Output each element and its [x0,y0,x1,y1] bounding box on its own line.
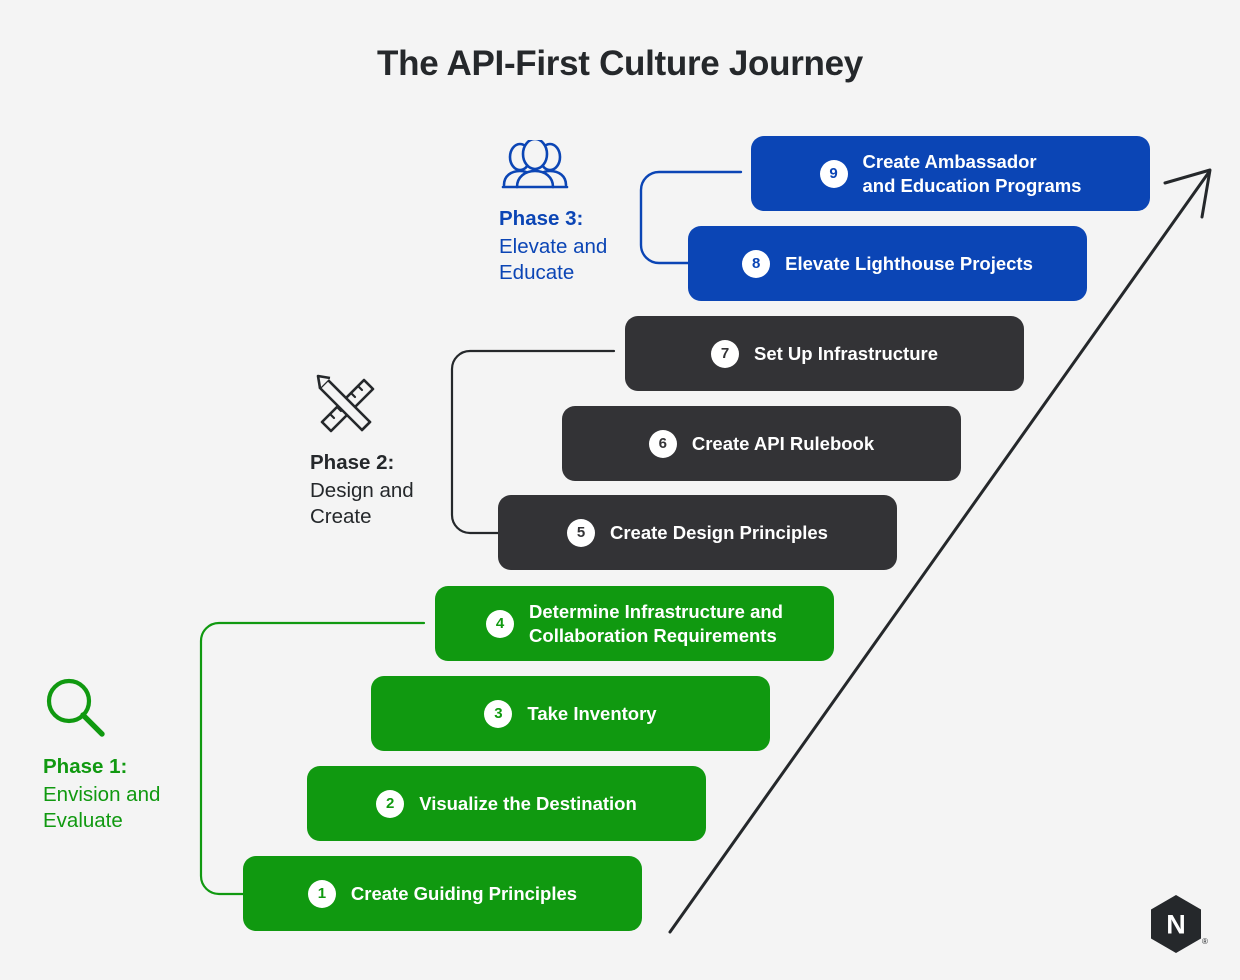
step-4-label: Determine Infrastructure and Collaborati… [529,600,783,646]
step-4-number: 4 [486,609,515,638]
phase-1-title: Phase 1: [43,755,128,778]
step-5-label: Create Design Principles [610,521,828,543]
ruler-pencil-icon [316,374,375,433]
phase-3-title: Phase 3: [499,207,584,230]
magnifier-icon [46,678,105,737]
step-9-number: 9 [819,159,848,188]
step-1-bar[interactable]: 1 Create Guiding Principles [243,856,642,931]
step-6-bar[interactable]: 6 Create API Rulebook [562,406,961,481]
step-1-number: 1 [307,879,336,908]
step-4-bar[interactable]: 4 Determine Infrastructure and Collabora… [435,586,834,661]
phase-2-subtitle: Design and Create [310,478,414,529]
step-3-bar[interactable]: 3 Take Inventory [371,676,770,751]
people-group-icon [501,140,569,189]
phase-3-block: Phase 3: Elevate and Educate [499,140,607,287]
step-6-label: Create API Rulebook [691,432,875,454]
step-3-label: Take Inventory [527,702,657,724]
step-9-bar[interactable]: 9 Create Ambassador and Education Progra… [751,136,1150,211]
nginx-logo-letter: N [1166,910,1186,940]
connector-phase-1 [199,621,426,896]
step-2-number: 2 [376,789,405,818]
step-7-number: 7 [710,339,739,368]
step-8-number: 8 [742,249,771,278]
page-title: The API-First Culture Journey [377,44,863,83]
step-2-label: Visualize the Destination [419,792,637,814]
step-5-number: 5 [567,518,595,547]
step-2-bar[interactable]: 2 Visualize the Destination [307,766,706,841]
step-1-label: Create Guiding Principles [350,882,578,904]
step-9-label: Create Ambassador and Education Programs [862,150,1082,196]
step-7-bar[interactable]: 7 Set Up Infrastructure [625,316,1024,391]
phase-2-title: Phase 2: [310,451,395,474]
phase-2-block: Phase 2: Design and Create [310,368,414,531]
nginx-logo: N ® [1151,895,1208,953]
phase-3-subtitle: Elevate and Educate [499,234,608,285]
phase-1-block: Phase 1: Envision and Evaluate [43,676,160,835]
step-8-label: Elevate Lighthouse Projects [785,252,1033,274]
step-7-label: Set Up Infrastructure [753,342,938,364]
nginx-trademark: ® [1202,937,1208,946]
step-6-number: 6 [648,429,677,458]
step-5-bar[interactable]: 5 Create Design Principles [498,495,897,570]
phase-1-subtitle: Envision and Evaluate [43,782,161,833]
step-8-bar[interactable]: 8 Elevate Lighthouse Projects [688,226,1087,301]
step-3-number: 3 [484,699,513,728]
